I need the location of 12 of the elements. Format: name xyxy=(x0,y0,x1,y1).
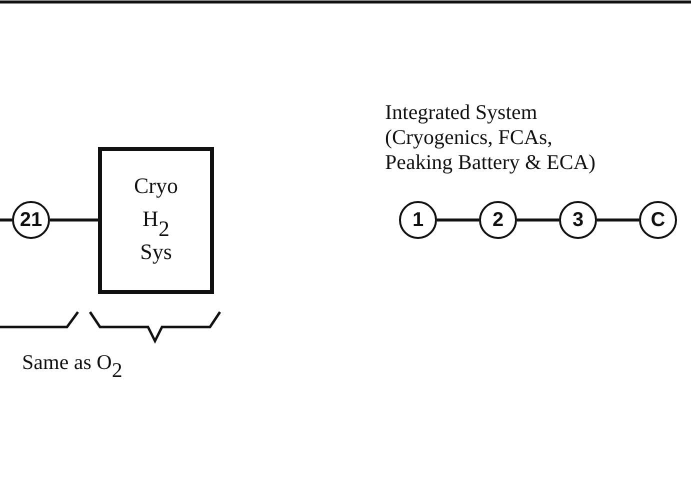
numbered-circle: C xyxy=(639,201,677,239)
connector-line xyxy=(517,218,559,222)
connector-line xyxy=(437,218,479,222)
numbered-circle: 1 xyxy=(399,201,437,239)
numbered-circle: 2 xyxy=(479,201,517,239)
numbered-circle: 21 xyxy=(12,201,50,239)
connector-line xyxy=(0,218,12,222)
system-description: Integrated System (Cryogenics, FCAs, Peaking Battery & ECA) xyxy=(385,100,597,176)
connector-line xyxy=(50,218,98,222)
system-box xyxy=(98,147,214,294)
connector-line xyxy=(597,218,639,222)
numbered-circle: 3 xyxy=(559,201,597,239)
